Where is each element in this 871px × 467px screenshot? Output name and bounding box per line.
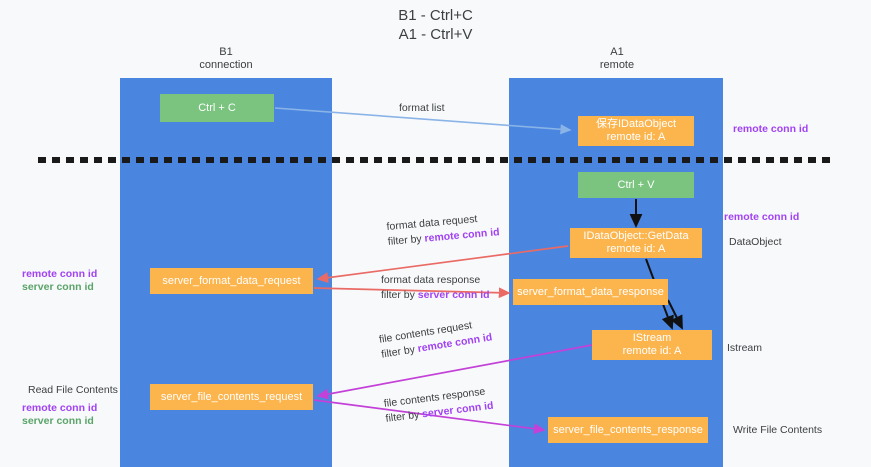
edge-label-file-contents-request-filter-prefix: filter by: [380, 343, 419, 361]
annotation-left-server-conn-id-1: server conn id: [22, 281, 94, 293]
node-server-file-contents-response-label: server_file_contents_response: [553, 423, 703, 436]
annotation-dataobject: DataObject: [729, 236, 782, 248]
node-ctrl-c-label: Ctrl + C: [198, 101, 236, 114]
node-ctrl-v-label: Ctrl + V: [617, 178, 655, 191]
annotation-left-conn-ids-bottom: remote conn id server conn id: [22, 402, 97, 428]
edge-label-format-data-response: format data response filter by server co…: [381, 273, 490, 303]
edge-label-format-data-request-filter-prefix: filter by: [387, 232, 426, 248]
column-header-a1: A1 remote: [511, 46, 723, 72]
node-server-format-data-request[interactable]: server_format_data_request: [150, 268, 313, 294]
node-idataobject-getdata[interactable]: IDataObject::GetData remote id: A: [570, 228, 702, 258]
edge-label-file-contents-response: file contents response filter by server …: [383, 384, 494, 427]
node-server-format-data-request-label: server_format_data_request: [162, 274, 301, 287]
node-istream-line2: remote id: A: [622, 345, 682, 357]
edge-label-file-contents-response-filter-prefix: filter by: [384, 408, 423, 425]
node-ctrl-v[interactable]: Ctrl + V: [578, 172, 694, 198]
node-idataobject-getdata-line1: IDataObject::GetData: [583, 230, 689, 242]
edge-label-format-data-response-title: format data response: [381, 274, 481, 286]
node-idataobject-getdata-line2: remote id: A: [606, 243, 666, 255]
node-server-format-data-response[interactable]: server_format_data_response: [513, 279, 668, 305]
title-line-1: B1 - Ctrl+C: [398, 7, 473, 24]
annotation-remote-conn-id-top: remote conn id: [733, 123, 809, 135]
column-header-b1-sub: connection: [199, 59, 253, 71]
edge-label-format-data-request-filter-key: remote conn id: [424, 226, 501, 245]
annotation-left-remote-conn-id-2: remote conn id: [22, 402, 98, 414]
annotation-remote-conn-id-mid: remote conn id: [724, 211, 800, 223]
node-server-file-contents-request-label: server_file_contents_request: [160, 390, 303, 403]
node-save-idataobject-line2: remote id: A: [606, 131, 666, 143]
node-server-format-data-response-label: server_format_data_response: [517, 285, 664, 298]
node-ctrl-c[interactable]: Ctrl + C: [160, 94, 274, 122]
node-server-file-contents-response[interactable]: server_file_contents_response: [548, 417, 708, 443]
column-header-b1-name: B1: [219, 46, 233, 58]
column-header-a1-name: A1: [610, 46, 624, 58]
phase-divider: [38, 157, 834, 163]
edge-label-format-list: format list: [399, 102, 445, 114]
title-line-2: A1 - Ctrl+V: [398, 26, 473, 43]
annotation-istream: Istream: [727, 342, 763, 354]
annotation-write-file-contents: Write File Contents: [733, 424, 823, 436]
annotation-left-remote-conn-id-1: remote conn id: [22, 268, 98, 280]
node-istream[interactable]: IStream remote id: A: [592, 330, 712, 360]
node-save-idataobject[interactable]: 保存IDataObject remote id: A: [578, 116, 694, 146]
edge-label-format-data-response-filter-prefix: filter by: [381, 289, 418, 301]
annotation-left-server-conn-id-2: server conn id: [22, 415, 94, 427]
column-header-a1-sub: remote: [599, 59, 635, 71]
node-server-file-contents-request[interactable]: server_file_contents_request: [150, 384, 313, 410]
column-header-b1: B1 connection: [120, 46, 332, 72]
annotation-left-conn-ids-top: remote conn id server conn id: [22, 268, 97, 294]
diagram-title: B1 - Ctrl+C A1 - Ctrl+V: [0, 6, 871, 44]
node-istream-line1: IStream: [632, 332, 672, 344]
node-save-idataobject-line1: 保存IDataObject: [595, 118, 677, 130]
edge-label-format-data-request: format data request filter by remote con…: [386, 210, 500, 250]
edge-label-file-contents-request: file contents request filter by remote c…: [378, 315, 493, 362]
edge-label-format-data-response-filter-key: server conn id: [417, 289, 490, 301]
annotation-read-file-contents: Read File Contents: [28, 384, 118, 396]
